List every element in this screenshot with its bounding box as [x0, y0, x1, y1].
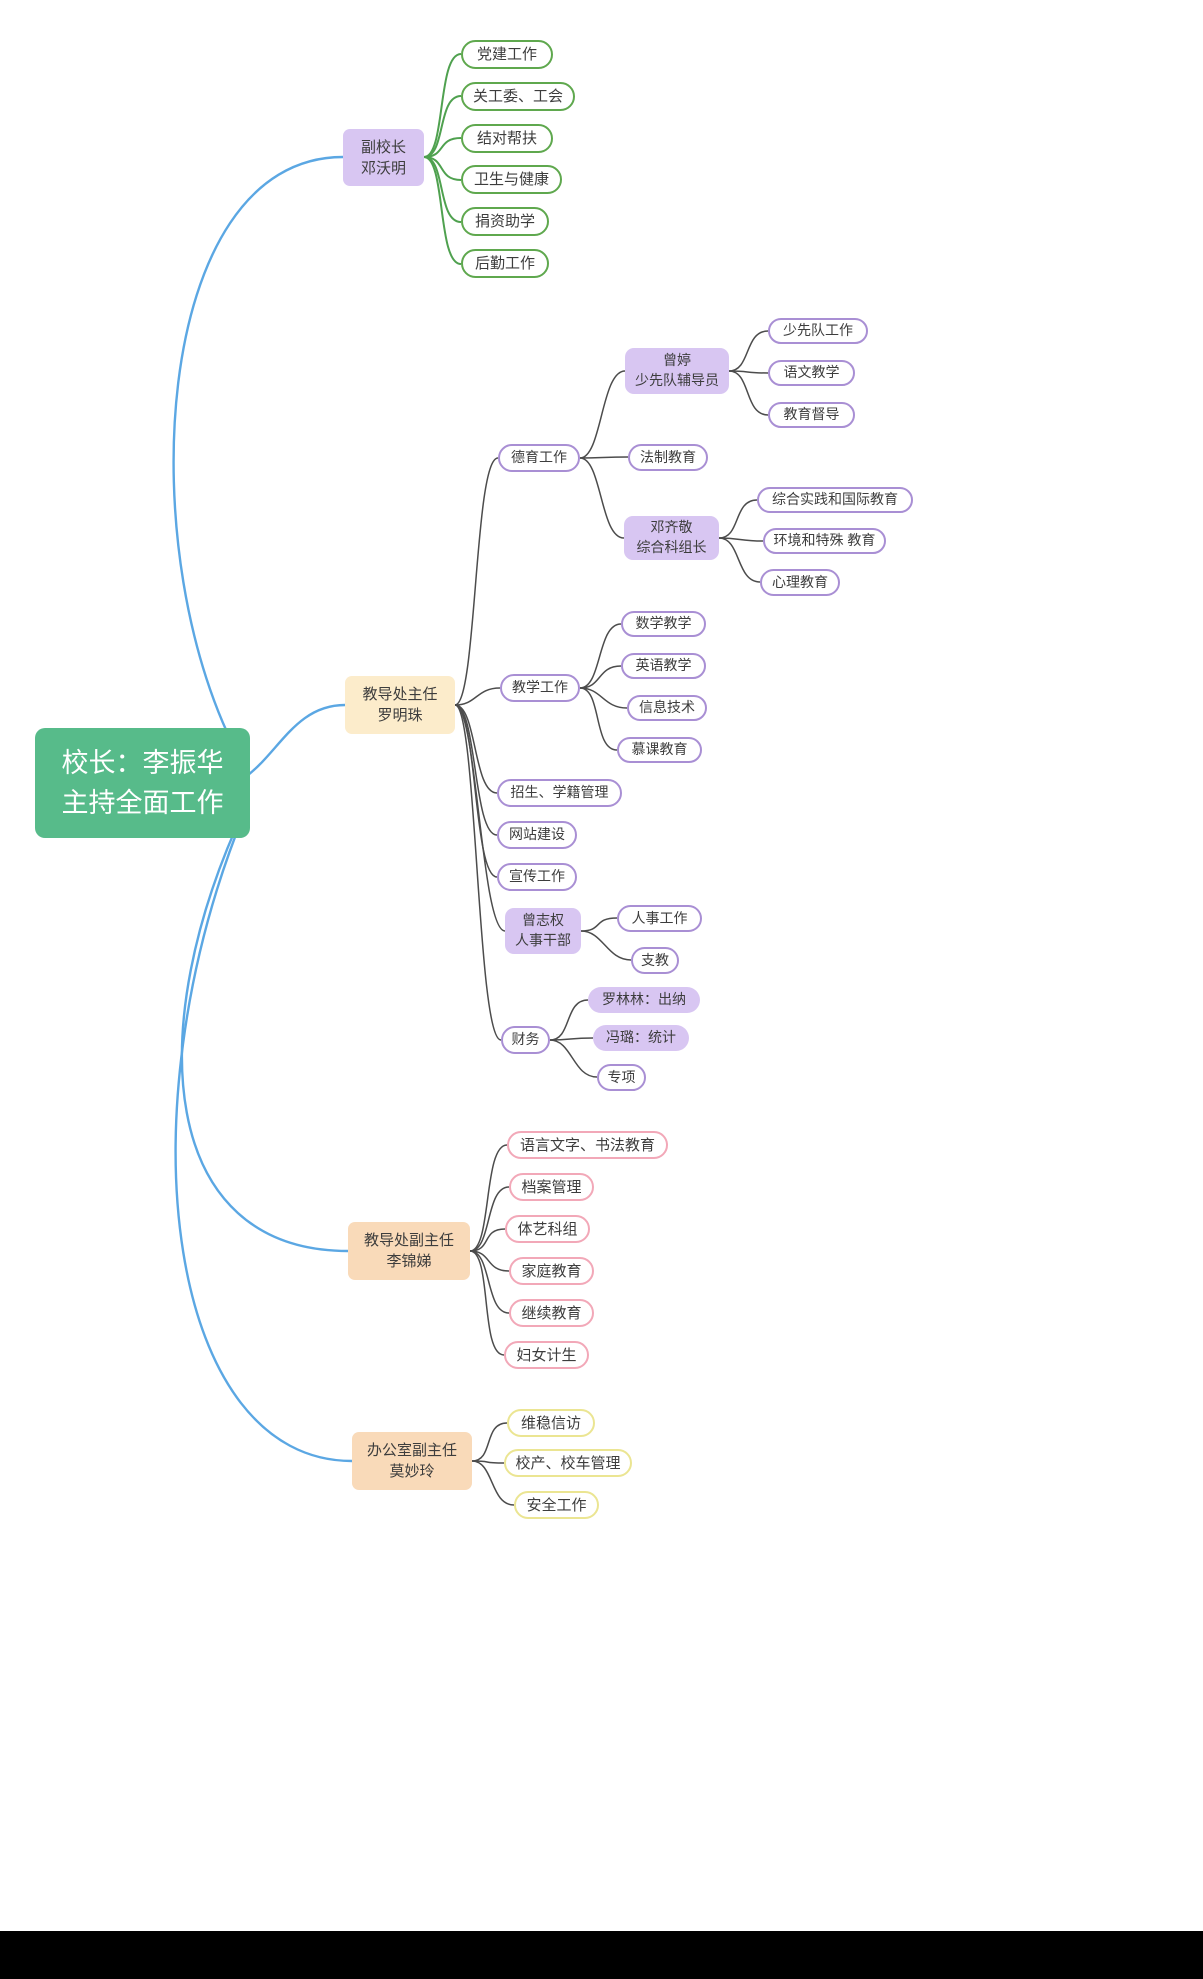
node-finance[interactable]: 财务 — [501, 1026, 550, 1054]
connector — [471, 1460, 505, 1464]
node-math-teaching[interactable]: 数学教学 — [621, 611, 706, 637]
connector — [469, 1250, 510, 1272]
connector — [728, 370, 769, 416]
node-archives-management[interactable]: 档案管理 — [509, 1173, 594, 1201]
connector — [549, 1039, 598, 1078]
node-hr-work[interactable]: 人事工作 — [617, 905, 702, 932]
node-psychological-education[interactable]: 心理教育 — [760, 569, 840, 596]
connector — [718, 537, 764, 542]
node-information-technology[interactable]: 信息技术 — [627, 695, 707, 721]
connector — [471, 1422, 508, 1462]
branch-vice-principal[interactable]: 副校长 邓沃明 — [343, 129, 424, 186]
node-young-pioneers-work[interactable]: 少先队工作 — [768, 318, 868, 344]
node-moral-education[interactable]: 德育工作 — [498, 444, 580, 472]
branch-dean-director[interactable]: 教导处主任 罗明珠 — [345, 676, 455, 734]
connector — [728, 370, 769, 374]
connector-root-to-office — [174, 813, 353, 1463]
node-environment-special-education[interactable]: 环境和特殊 教育 — [763, 528, 886, 554]
connector — [579, 665, 622, 689]
connector — [718, 537, 761, 583]
node-health[interactable]: 卫生与健康 — [461, 165, 562, 194]
node-english-teaching[interactable]: 英语教学 — [621, 653, 706, 679]
node-women-family-planning[interactable]: 妇女计生 — [504, 1341, 589, 1369]
node-safety-work[interactable]: 安全工作 — [514, 1491, 599, 1519]
connector — [454, 704, 506, 932]
node-language-calligraphy-education[interactable]: 语言文字、书法教育 — [507, 1131, 668, 1159]
connector — [423, 156, 462, 223]
node-donation-aid[interactable]: 捐资助学 — [461, 207, 549, 236]
connector — [579, 456, 629, 459]
node-school-property-bus[interactable]: 校产、校车管理 — [504, 1449, 632, 1477]
connector — [423, 156, 462, 181]
connector — [469, 1186, 510, 1252]
connector — [423, 137, 462, 158]
node-stability-petition[interactable]: 维稳信访 — [507, 1409, 595, 1437]
bottom-bar — [0, 1931, 1203, 1979]
connector — [454, 457, 499, 706]
node-special-funds[interactable]: 专项 — [597, 1064, 646, 1091]
connector — [579, 687, 618, 751]
node-comprehensive-practice-international[interactable]: 综合实践和国际教育 — [757, 487, 913, 513]
connector-root-to-dean — [247, 703, 346, 776]
node-education-supervision[interactable]: 教育督导 — [768, 402, 855, 428]
branch-deputy-dean[interactable]: 教导处副主任 李锦娣 — [348, 1222, 470, 1280]
node-teaching-support[interactable]: 支教 — [631, 947, 679, 974]
node-enrollment-registry[interactable]: 招生、学籍管理 — [497, 779, 622, 807]
node-fenglu-statistics[interactable]: 冯璐：统计 — [593, 1025, 689, 1051]
connector — [454, 704, 498, 878]
connector — [469, 1228, 506, 1252]
connector — [549, 1037, 594, 1041]
connector — [454, 704, 498, 794]
connector — [469, 1144, 508, 1252]
node-logistics[interactable]: 后勤工作 — [461, 249, 549, 278]
node-party-building[interactable]: 党建工作 — [461, 40, 553, 69]
node-publicity-work[interactable]: 宣传工作 — [497, 863, 577, 891]
node-legal-education[interactable]: 法制教育 — [628, 444, 708, 471]
node-zengzhiquan-hr[interactable]: 曾志权 人事干部 — [505, 908, 581, 954]
node-dengqijing-group-leader[interactable]: 邓齐敬 综合科组长 — [624, 516, 719, 560]
node-pe-arts-group[interactable]: 体艺科组 — [505, 1215, 590, 1243]
connector — [728, 330, 769, 372]
node-care-committee-union[interactable]: 关工委、工会 — [461, 82, 575, 111]
connector — [580, 930, 632, 961]
connector — [549, 999, 589, 1041]
node-pairing-support[interactable]: 结对帮扶 — [461, 124, 553, 153]
branch-office-deputy-director[interactable]: 办公室副主任 莫妙玲 — [352, 1432, 472, 1490]
node-family-education[interactable]: 家庭教育 — [509, 1257, 594, 1285]
node-mooc-education[interactable]: 慕课教育 — [617, 737, 702, 763]
connector — [423, 156, 462, 265]
connector — [423, 95, 462, 158]
node-website-construction[interactable]: 网站建设 — [497, 821, 577, 849]
connector — [718, 499, 758, 539]
node-teaching-work[interactable]: 教学工作 — [500, 674, 580, 702]
connector — [580, 917, 618, 932]
connector — [454, 704, 502, 1041]
connector — [469, 1250, 510, 1314]
connector — [579, 687, 628, 709]
connector — [454, 687, 501, 706]
node-continuing-education[interactable]: 继续教育 — [509, 1299, 594, 1327]
node-chinese-teaching[interactable]: 语文教学 — [768, 360, 855, 386]
node-zengting-counselor[interactable]: 曾婷 少先队辅导员 — [625, 348, 729, 394]
node-luolinlin-cashier[interactable]: 罗林林：出纳 — [588, 987, 700, 1013]
connector — [579, 370, 626, 459]
connector — [423, 53, 462, 158]
connector — [579, 623, 622, 689]
connector — [454, 704, 498, 836]
root-node-principal[interactable]: 校长：李振华 主持全面工作 — [35, 728, 250, 838]
connector — [579, 457, 625, 539]
connector — [469, 1250, 505, 1356]
connector-root-to-deputy-dean — [180, 805, 349, 1253]
connector-root-to-vice-principal — [172, 155, 344, 763]
